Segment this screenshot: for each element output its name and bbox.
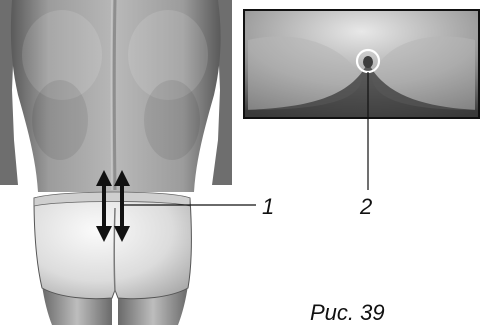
torso [0,0,232,192]
callout-label-2: 2 [360,196,372,218]
spine [114,0,115,190]
callout-label-1: 1 [262,196,274,218]
inset-closeup [244,10,479,118]
figure-caption: Рис. 39 [310,302,385,324]
briefs [34,192,191,299]
